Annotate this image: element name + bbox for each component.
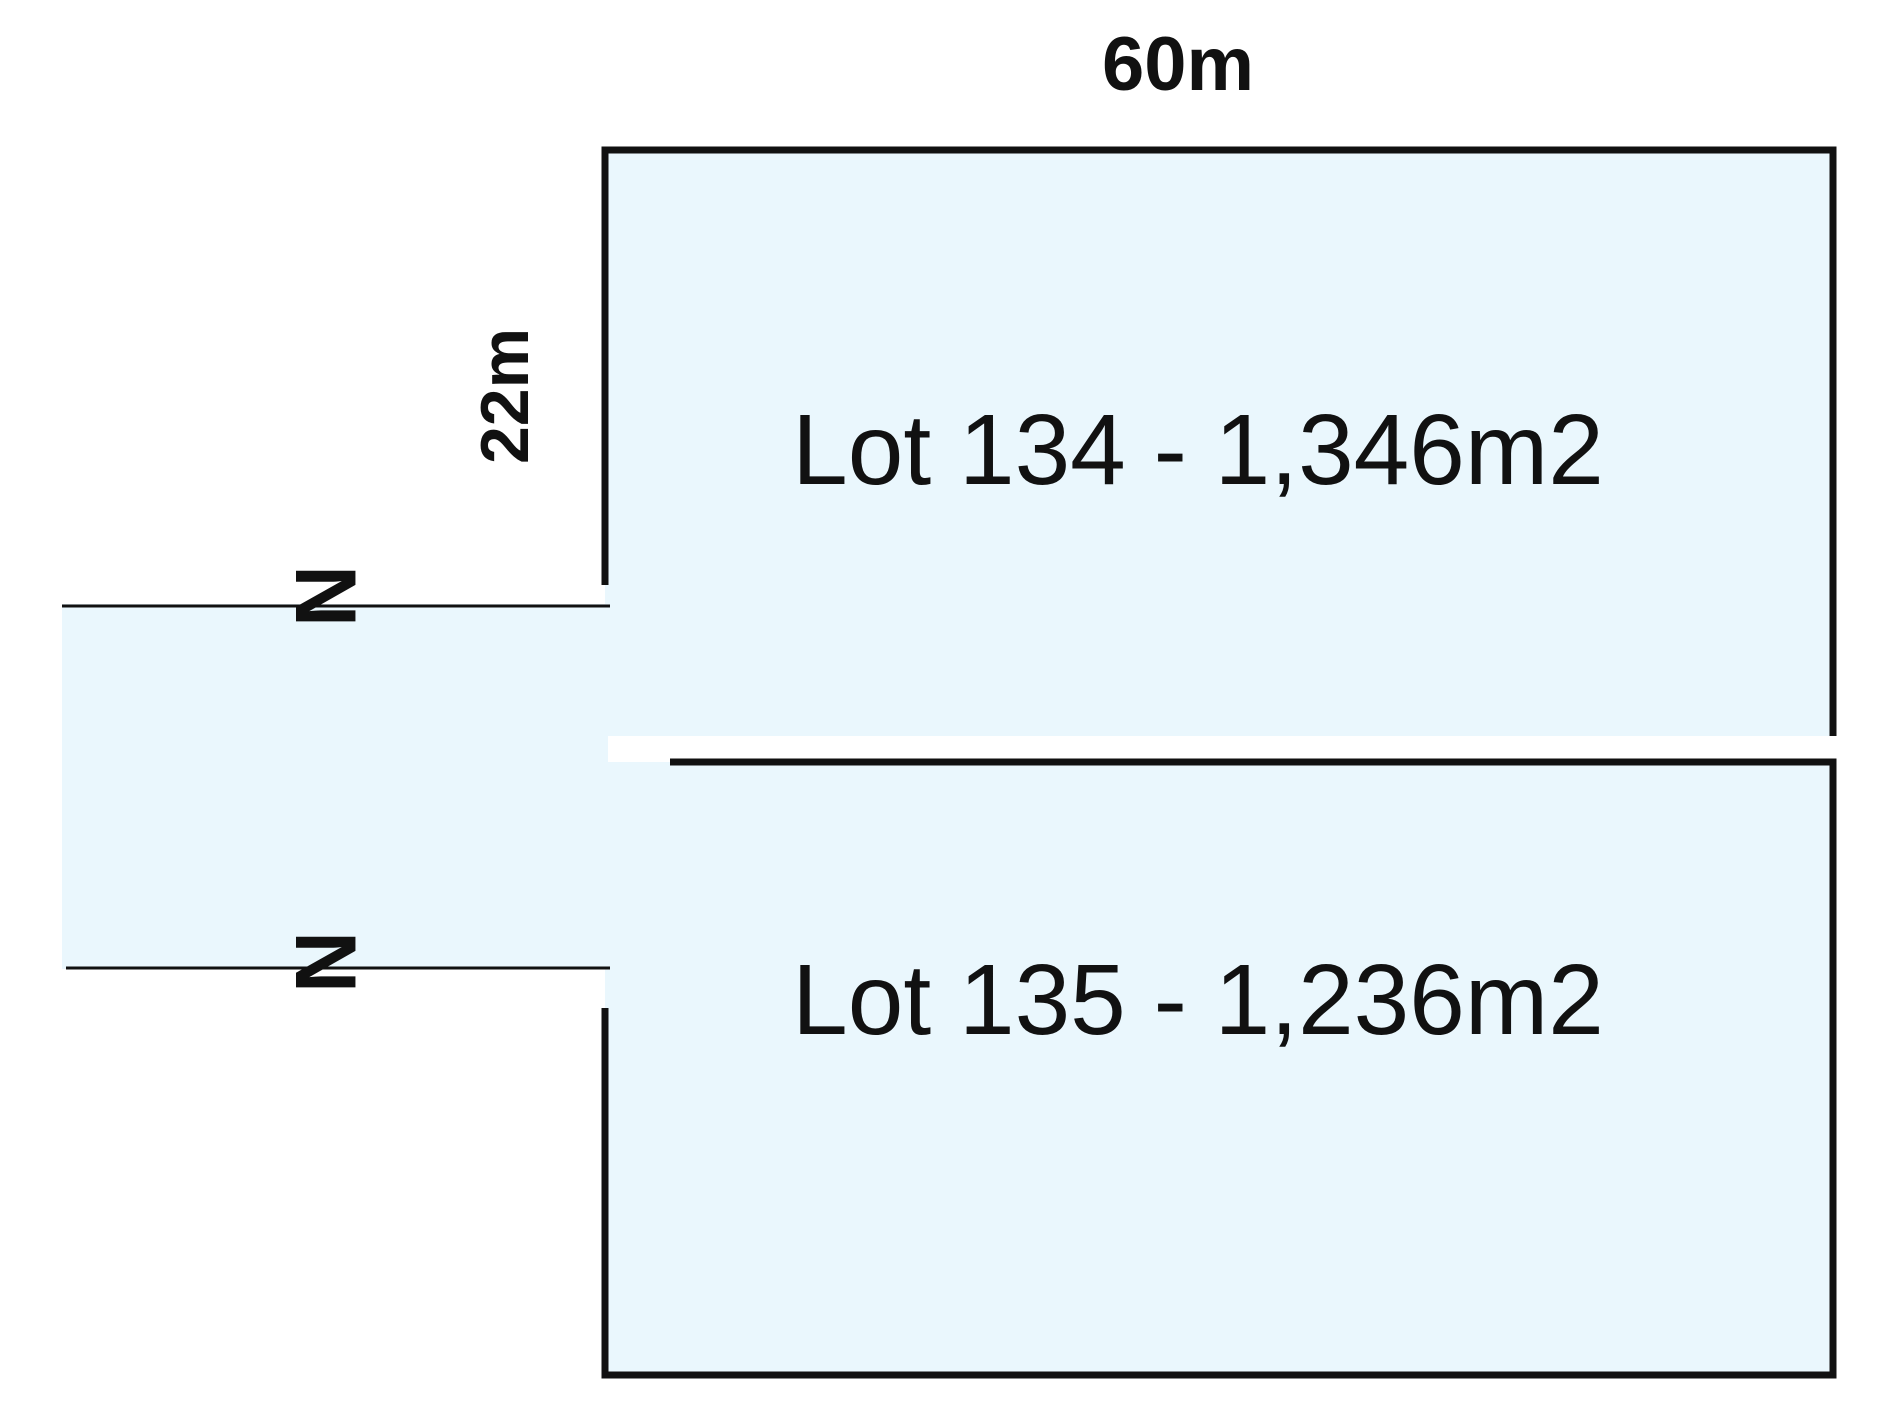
depth-dimension-label: 22m [467,328,543,464]
lot-135-label: Lot 135 - 1,236m2 [792,944,1604,1056]
lot-134-boundary [601,146,1837,736]
break-mark-top: N [277,565,373,627]
lot-134-parcel [605,150,1833,736]
lot-135-boundary [601,758,1837,1379]
width-dimension-label: 60m [1102,22,1254,107]
lot-135-parcel [605,762,1833,1375]
access-handle [62,604,667,969]
lot-134-label: Lot 134 - 1,346m2 [792,394,1604,506]
break-mark-bottom: N [277,931,373,993]
